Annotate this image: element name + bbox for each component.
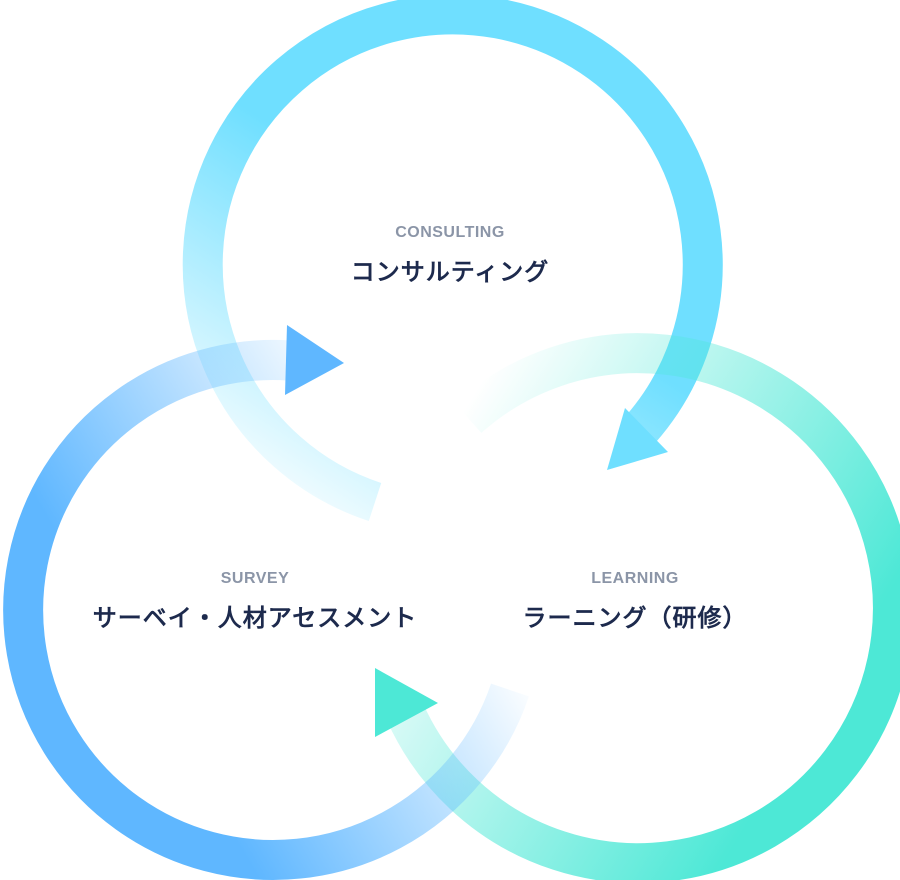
consulting-ja-label: コンサルティング — [350, 258, 550, 286]
learning-arc — [386, 333, 900, 880]
learning-en-label: LEARNING — [591, 570, 679, 587]
learning-label: LEARNING ラーニング（研修） — [425, 570, 845, 633]
survey-cycle-arrow — [3, 325, 529, 880]
consulting-arrowhead — [607, 408, 668, 470]
consulting-label: CONSULTING コンサルティング — [240, 224, 660, 287]
learning-arrowhead — [375, 668, 438, 737]
consulting-en-label: CONSULTING — [395, 224, 505, 241]
learning-ja-label: ラーニング（研修） — [522, 604, 748, 632]
survey-arrowhead — [285, 325, 344, 395]
survey-en-label: SURVEY — [220, 570, 290, 587]
survey-label: SURVEY サーベイ・人材アセスメント — [45, 570, 465, 633]
survey-arc — [3, 340, 529, 880]
survey-ja-label: サーベイ・人材アセスメント — [92, 604, 418, 632]
learning-cycle-arrow — [375, 333, 900, 880]
